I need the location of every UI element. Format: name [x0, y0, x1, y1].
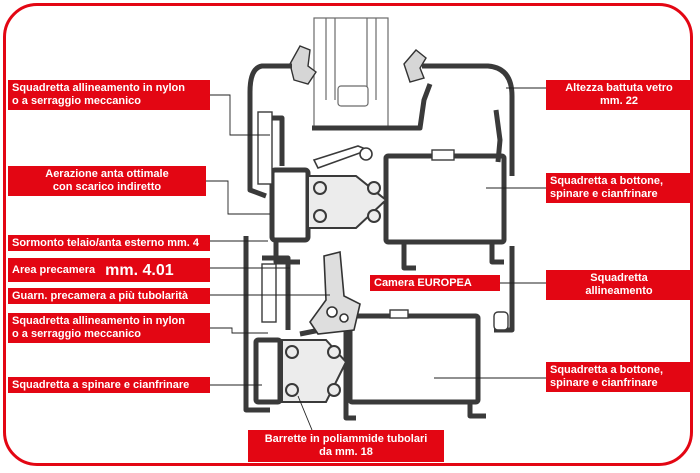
glazing-gasket-right: [403, 49, 427, 83]
glazing-gasket-left: [289, 45, 317, 85]
label-line: Altezza battuta vetro: [565, 82, 673, 94]
label-squadretta-nylon-top: Squadretta allineamento in nylon o a ser…: [8, 80, 210, 110]
label-squadretta-allineamento-right: Squadretta allineamento: [546, 270, 692, 300]
label-area-precamera: Area precamera mm. 4.01: [8, 258, 210, 282]
label-line: mm. 22: [600, 95, 638, 107]
label-line: Squadretta allineamento in nylon: [12, 82, 185, 94]
label-altezza-battuta: Altezza battuta vetro mm. 22: [546, 80, 692, 110]
area-precamera-text: Area precamera: [12, 263, 96, 276]
label-line: Barrette in poliammide tubolari: [264, 433, 428, 445]
label-line: da mm. 18: [319, 446, 373, 458]
label-sormonto: Sormonto telaio/anta esterno mm. 4: [8, 235, 210, 251]
area-precamera-row: Area precamera mm. 4.01: [12, 261, 206, 279]
label-line: allineamento: [585, 285, 653, 297]
sash-profile: [247, 63, 515, 271]
label-line: Squadretta a bottone,: [550, 175, 664, 187]
label-line: Squadretta a spinare e cianfrinare: [12, 378, 190, 391]
label-camera-europea: Camera EUROPEA: [370, 275, 500, 291]
label-line: Aerazione anta ottimale: [45, 168, 169, 180]
label-squadretta-spinare-left: Squadretta a spinare e cianfrinare: [8, 377, 210, 393]
label-squadretta-bottone-bottom: Squadretta a bottone, spinare e cianfrin…: [546, 362, 692, 392]
label-squadretta-nylon-bottom: Squadretta allineamento in nylon o a ser…: [8, 313, 210, 343]
label-guarnizione: Guarn. precamera a più tubolarità: [8, 288, 210, 304]
label-aerazione: Aerazione anta ottimale con scarico indi…: [8, 166, 206, 196]
label-line: spinare e cianfrinare: [550, 377, 658, 389]
label-line: Squadretta allineamento in nylon: [12, 315, 185, 327]
precamera-gasket: [309, 250, 361, 335]
sash-polyamide-bars: [307, 175, 388, 229]
frame-profile: [243, 236, 515, 421]
label-barrette: Barrette in poliammide tubolari da mm. 1…: [248, 430, 444, 462]
label-line: o a serraggio meccanico: [12, 328, 141, 340]
label-line: con scarico indiretto: [52, 181, 162, 193]
label-line: Guarn. precamera a più tubolarità: [12, 289, 189, 302]
drainage-channel: [312, 145, 373, 169]
label-line: o a serraggio meccanico: [12, 95, 141, 107]
label-line: spinare e cianfrinare: [550, 188, 658, 200]
area-precamera-value: mm. 4.01: [105, 261, 174, 279]
label-line: Squadretta a bottone,: [550, 364, 664, 376]
label-squadretta-bottone-top: Squadretta a bottone, spinare e cianfrin…: [546, 173, 692, 203]
glass-pane: [313, 17, 389, 129]
label-line: Camera EUROPEA: [374, 276, 472, 289]
label-line: Sormonto telaio/anta esterno mm. 4: [12, 236, 200, 249]
label-line: Squadretta: [590, 272, 648, 284]
frame-polyamide-bars: [281, 339, 348, 403]
leader-lines: [206, 87, 546, 431]
alignment-bracket-parts: [257, 111, 509, 331]
